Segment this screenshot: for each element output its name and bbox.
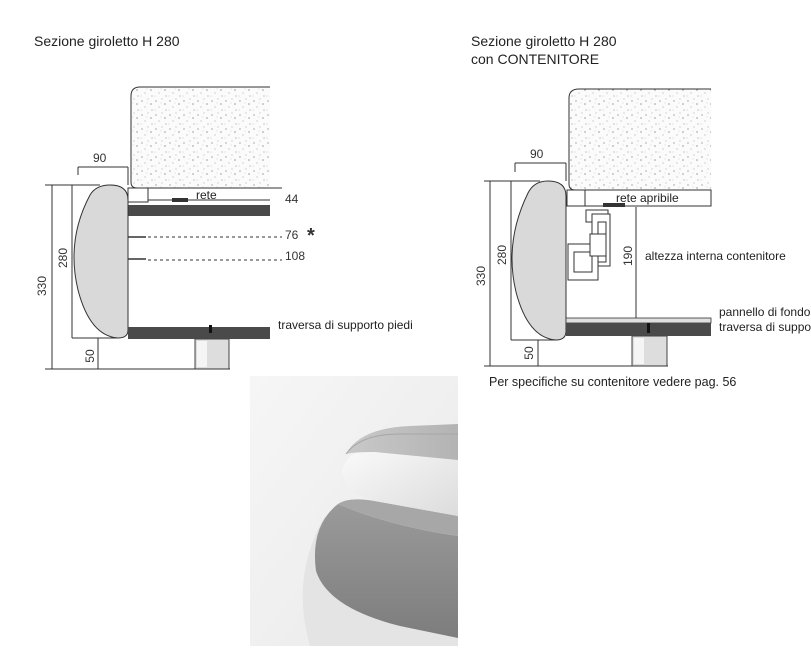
headboard-right (511, 180, 567, 341)
level-108-label: 108 (285, 249, 305, 263)
rete-apribile-label: rete apribile (616, 191, 679, 205)
foot-traverse-right (566, 323, 711, 336)
height-280-right-label: 280 (495, 245, 509, 265)
height-330-right-label: 330 (474, 266, 488, 286)
asterisk-mark: * (307, 225, 315, 247)
pannello-label: pannello di fondo (719, 305, 811, 319)
traversa-label: traversa di supporto piedi (278, 318, 413, 332)
headboard (73, 184, 129, 339)
altezza-interna-label: altezza interna contenitore (645, 249, 786, 263)
mattress (130, 86, 270, 189)
right-section-title-line1: Sezione giroletto H 280 (471, 33, 617, 49)
rete-corner-block (127, 187, 149, 203)
contenitore-note: Per specifiche su contenitore vedere pag… (489, 375, 737, 389)
level-44-label: 44 (285, 192, 299, 206)
right-section-title-line2: con CONTENITORE (471, 51, 600, 67)
lift-mechanism (567, 209, 611, 281)
bottom-panel (565, 317, 712, 324)
foot-50-label: 50 (83, 349, 97, 363)
width-90-label: 90 (93, 151, 107, 165)
mattress-right (568, 88, 711, 191)
quilted-topper (346, 424, 458, 460)
height-280-label: 280 (56, 248, 70, 268)
right-section-diagram: rete apribile 190 altezza interna conten… (474, 88, 811, 367)
traversa-right-label: traversa di supporto piedi (719, 320, 811, 334)
left-section-title: Sezione giroletto H 280 (34, 33, 180, 49)
bed-corner-photo (250, 376, 458, 646)
foot-50-right-label: 50 (522, 346, 536, 360)
foot-traverse (128, 327, 270, 339)
mattress-layer (342, 449, 458, 516)
frame-upholstery (314, 504, 458, 638)
width-90-right-label: 90 (530, 147, 544, 161)
level-76-label: 76 (285, 228, 299, 242)
height-330-label: 330 (35, 276, 49, 296)
left-section-diagram: 44 76 * 108 rete traversa di supporto pi… (35, 86, 413, 370)
rete-label: rete (196, 188, 217, 202)
frame-top-bar (128, 205, 270, 216)
internal-190-label: 190 (621, 246, 635, 266)
